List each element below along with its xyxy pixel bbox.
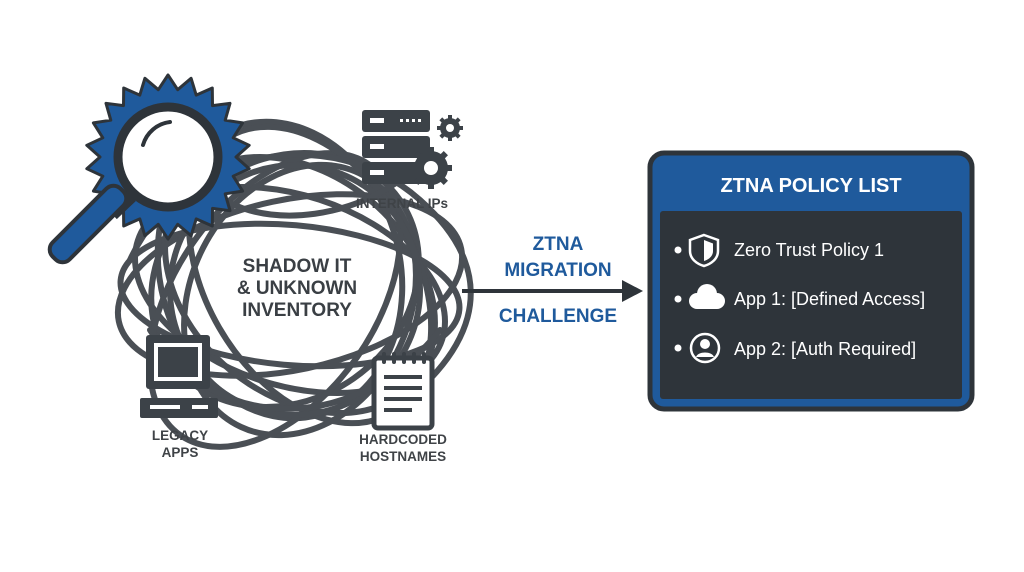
gear-tooth [428,182,434,189]
arrow-label-line-2: MIGRATION [504,260,611,281]
legacy-computer-icon [140,335,218,418]
user-icon [689,332,721,364]
center-label-line-1: SHADOW IT [243,256,352,277]
hardcoded-hostnames-label-1: HARDCODED [359,432,447,447]
panel-item-1-label: Zero Trust Policy 1 [734,240,884,260]
panel-title: ZTNA POLICY LIST [720,175,901,197]
server-icon [362,110,463,189]
hardcoded-hostnames-label-2: HOSTNAMES [360,449,446,464]
panel-item-3: App 2: [Auth Required] [674,332,916,364]
internal-ips-label: INTERNAL IPs [356,196,448,211]
center-label-line-3: INVENTORY [242,300,352,321]
ztna-policy-panel [647,150,975,412]
center-label-backing [228,248,368,330]
migration-arrow [462,280,643,302]
notepad-icon [371,352,435,431]
panel-item-2: App 1: [Defined Access] [674,284,925,309]
gear-tooth [428,147,434,154]
panel-item-1: Zero Trust Policy 1 [674,233,884,268]
panel-item-3-label: App 2: [Auth Required] [734,339,916,359]
arrow-label-line-1: ZTNA [533,234,584,255]
shield-icon [688,233,720,268]
center-label-line-2: & UNKNOWN [237,278,357,299]
magnifier-gear-icon [47,73,251,265]
panel-item-2-label: App 1: [Defined Access] [734,289,925,309]
legacy-apps-label-1: LEGACY [152,428,208,443]
arrow-label-line-3: CHALLENGE [499,306,617,327]
cloud-icon [689,284,725,309]
legacy-apps-label-2: APPS [162,445,199,460]
